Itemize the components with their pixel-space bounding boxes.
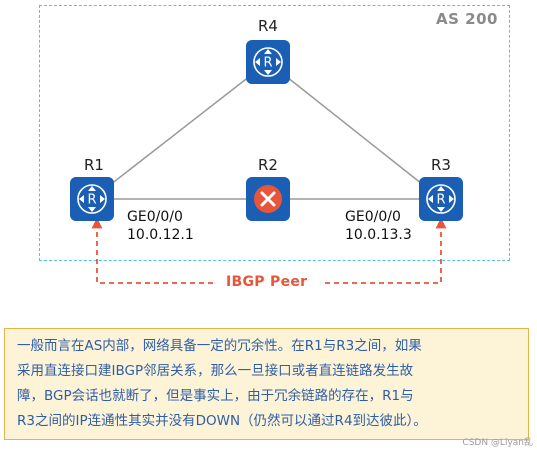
r3-interface-port: GE0/0/0	[345, 209, 401, 225]
note-line: 采用直连接口建IBGP邻居关系，那么一旦接口或者直连链路发生故	[17, 363, 414, 379]
as-boundary	[39, 5, 510, 261]
router-r1: R	[70, 177, 114, 221]
router-icon: R	[77, 184, 107, 214]
as-label: AS 200	[436, 10, 498, 28]
router-r2-failed	[246, 177, 290, 221]
router-r2-name: R2	[258, 156, 278, 174]
r1-interface-label: GE0/0/0 10.0.12.1	[127, 208, 194, 244]
svg-text:R: R	[263, 56, 272, 71]
router-icon: R	[426, 184, 456, 214]
link-r4-r3	[267, 61, 442, 200]
router-r3: R	[419, 177, 463, 221]
r1-interface-port: GE0/0/0	[127, 209, 183, 225]
r1-interface-ip: 10.0.12.1	[127, 227, 194, 243]
router-r4-name: R4	[258, 17, 278, 35]
watermark: CSDN @Liyan乱	[462, 438, 533, 448]
network-diagram: AS 200 R	[39, 5, 510, 290]
r3-interface-label: GE0/0/0 10.0.13.3	[345, 208, 412, 244]
note-line: 障，BGP会话也就断了，但是事实上，由于冗余链路的存在，R1与	[17, 388, 414, 404]
note-line: R3之间的IP连通性其实并没有DOWN（仍然可以通过R4到达彼此）。	[17, 413, 427, 429]
svg-text:R: R	[436, 193, 445, 208]
explanation-note: 一般而言在AS内部，网络具备一定的冗余性。在R1与R3之间，如果 采用直连接口建…	[4, 328, 529, 440]
router-r4: R	[246, 40, 290, 84]
router-r3-name: R3	[431, 156, 451, 174]
r3-interface-ip: 10.0.13.3	[345, 227, 412, 243]
note-line: 一般而言在AS内部，网络具备一定的冗余性。在R1与R3之间，如果	[17, 338, 422, 354]
svg-text:R: R	[87, 193, 96, 208]
topology-svg: R R R	[70, 40, 463, 284]
failure-x-icon	[254, 185, 282, 213]
router-r1-name: R1	[84, 156, 104, 174]
ibgp-peer-connector-left	[91, 217, 215, 284]
ibgp-peer-connector-right	[323, 217, 447, 284]
link-r1-r4	[91, 61, 269, 200]
ibgp-peer-label: IBGP Peer	[226, 274, 308, 290]
router-icon: R	[253, 47, 283, 77]
